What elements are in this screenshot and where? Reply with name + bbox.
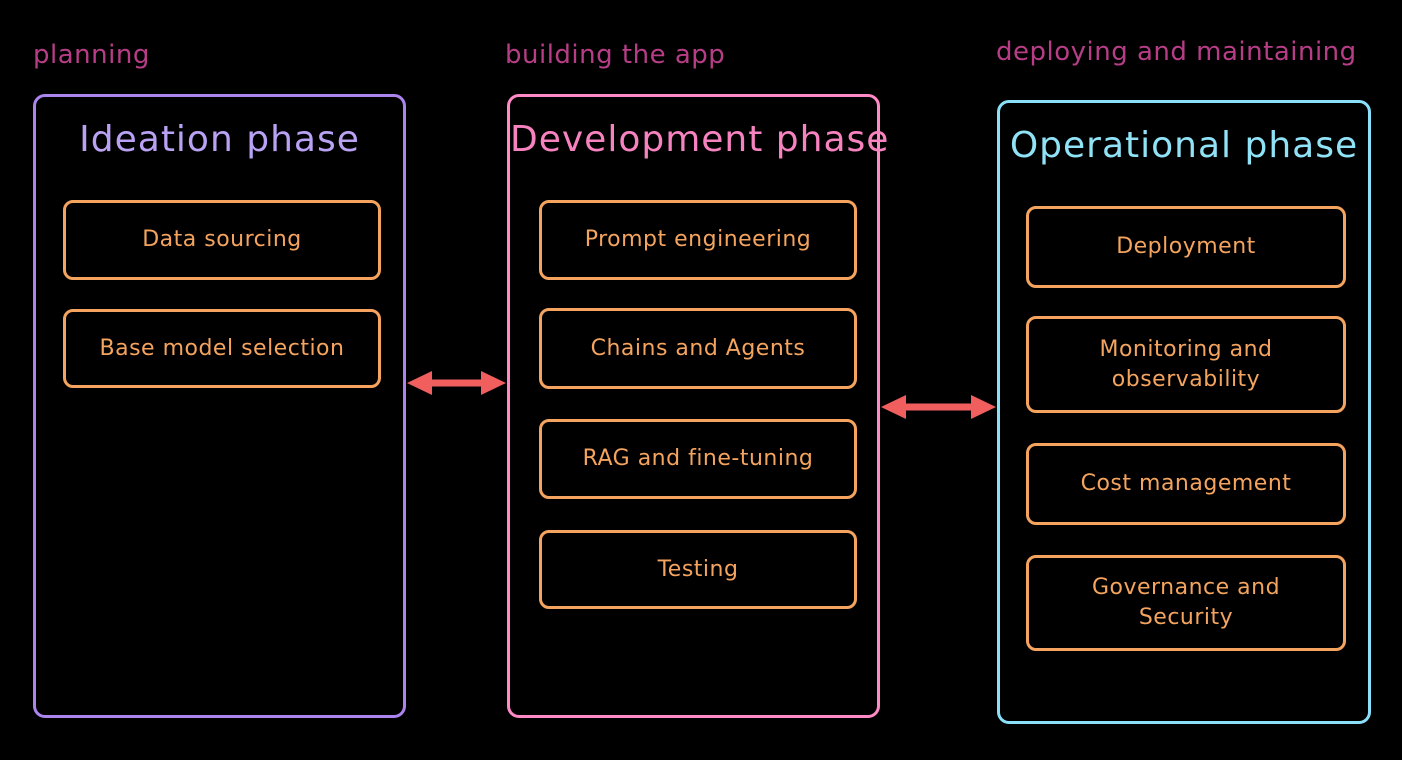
item-data-sourcing: Data sourcing — [63, 200, 381, 280]
stage-label-building-the-app: building the app — [505, 40, 726, 70]
phase-title-development: Development phase — [510, 119, 890, 160]
item-rag-and-fine-tuning: RAG and fine-tuning — [539, 419, 857, 499]
item-monitoring-and-observability: Monitoring and observability — [1026, 316, 1346, 413]
phase-title-operational: Operational phase — [1009, 125, 1359, 166]
item-deployment: Deployment — [1026, 206, 1346, 288]
item-prompt-engineering: Prompt engineering — [539, 200, 857, 280]
phase-box-operational: Operational phase Deployment Monitoring … — [997, 100, 1371, 724]
bidirectional-arrow-ideation-development — [407, 371, 506, 395]
phase-title-ideation: Ideation phase — [79, 119, 360, 160]
item-base-model-selection: Base model selection — [63, 309, 381, 388]
stage-label-deploying-and-maintaining: deploying and maintaining — [996, 37, 1357, 67]
item-chains-and-agents: Chains and Agents — [539, 308, 857, 389]
phase-box-ideation: Ideation phase Data sourcing Base model … — [33, 94, 406, 718]
item-cost-management: Cost management — [1026, 443, 1346, 525]
bidirectional-arrow-development-operational — [881, 395, 996, 419]
stage-label-planning: planning — [33, 40, 150, 70]
item-governance-and-security: Governance and Security — [1026, 555, 1346, 651]
item-testing: Testing — [539, 530, 857, 609]
phase-box-development: Development phase Prompt engineering Cha… — [507, 94, 890, 718]
